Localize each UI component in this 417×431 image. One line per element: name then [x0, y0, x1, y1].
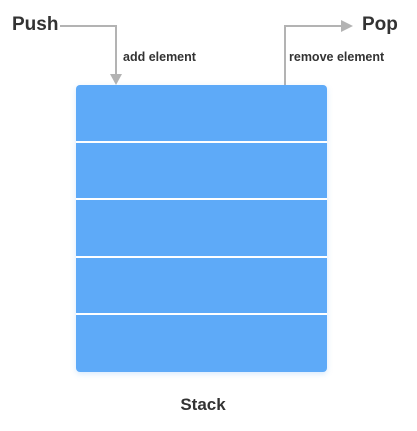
stack-divider: [76, 256, 327, 258]
push-arrow: [60, 25, 117, 76]
push-arrow-head: [110, 74, 122, 85]
pop-arrow-head: [341, 20, 353, 32]
add-element-label: add element: [123, 50, 196, 64]
pop-arrow: [284, 25, 343, 85]
stack-divider: [76, 141, 327, 143]
pop-label: Pop: [362, 14, 398, 35]
stack-divider: [76, 198, 327, 200]
stack-divider: [76, 313, 327, 315]
stack-container: [76, 85, 327, 372]
remove-element-label: remove element: [289, 50, 385, 64]
push-label: Push: [12, 14, 59, 35]
stack-label: Stack: [180, 395, 226, 414]
